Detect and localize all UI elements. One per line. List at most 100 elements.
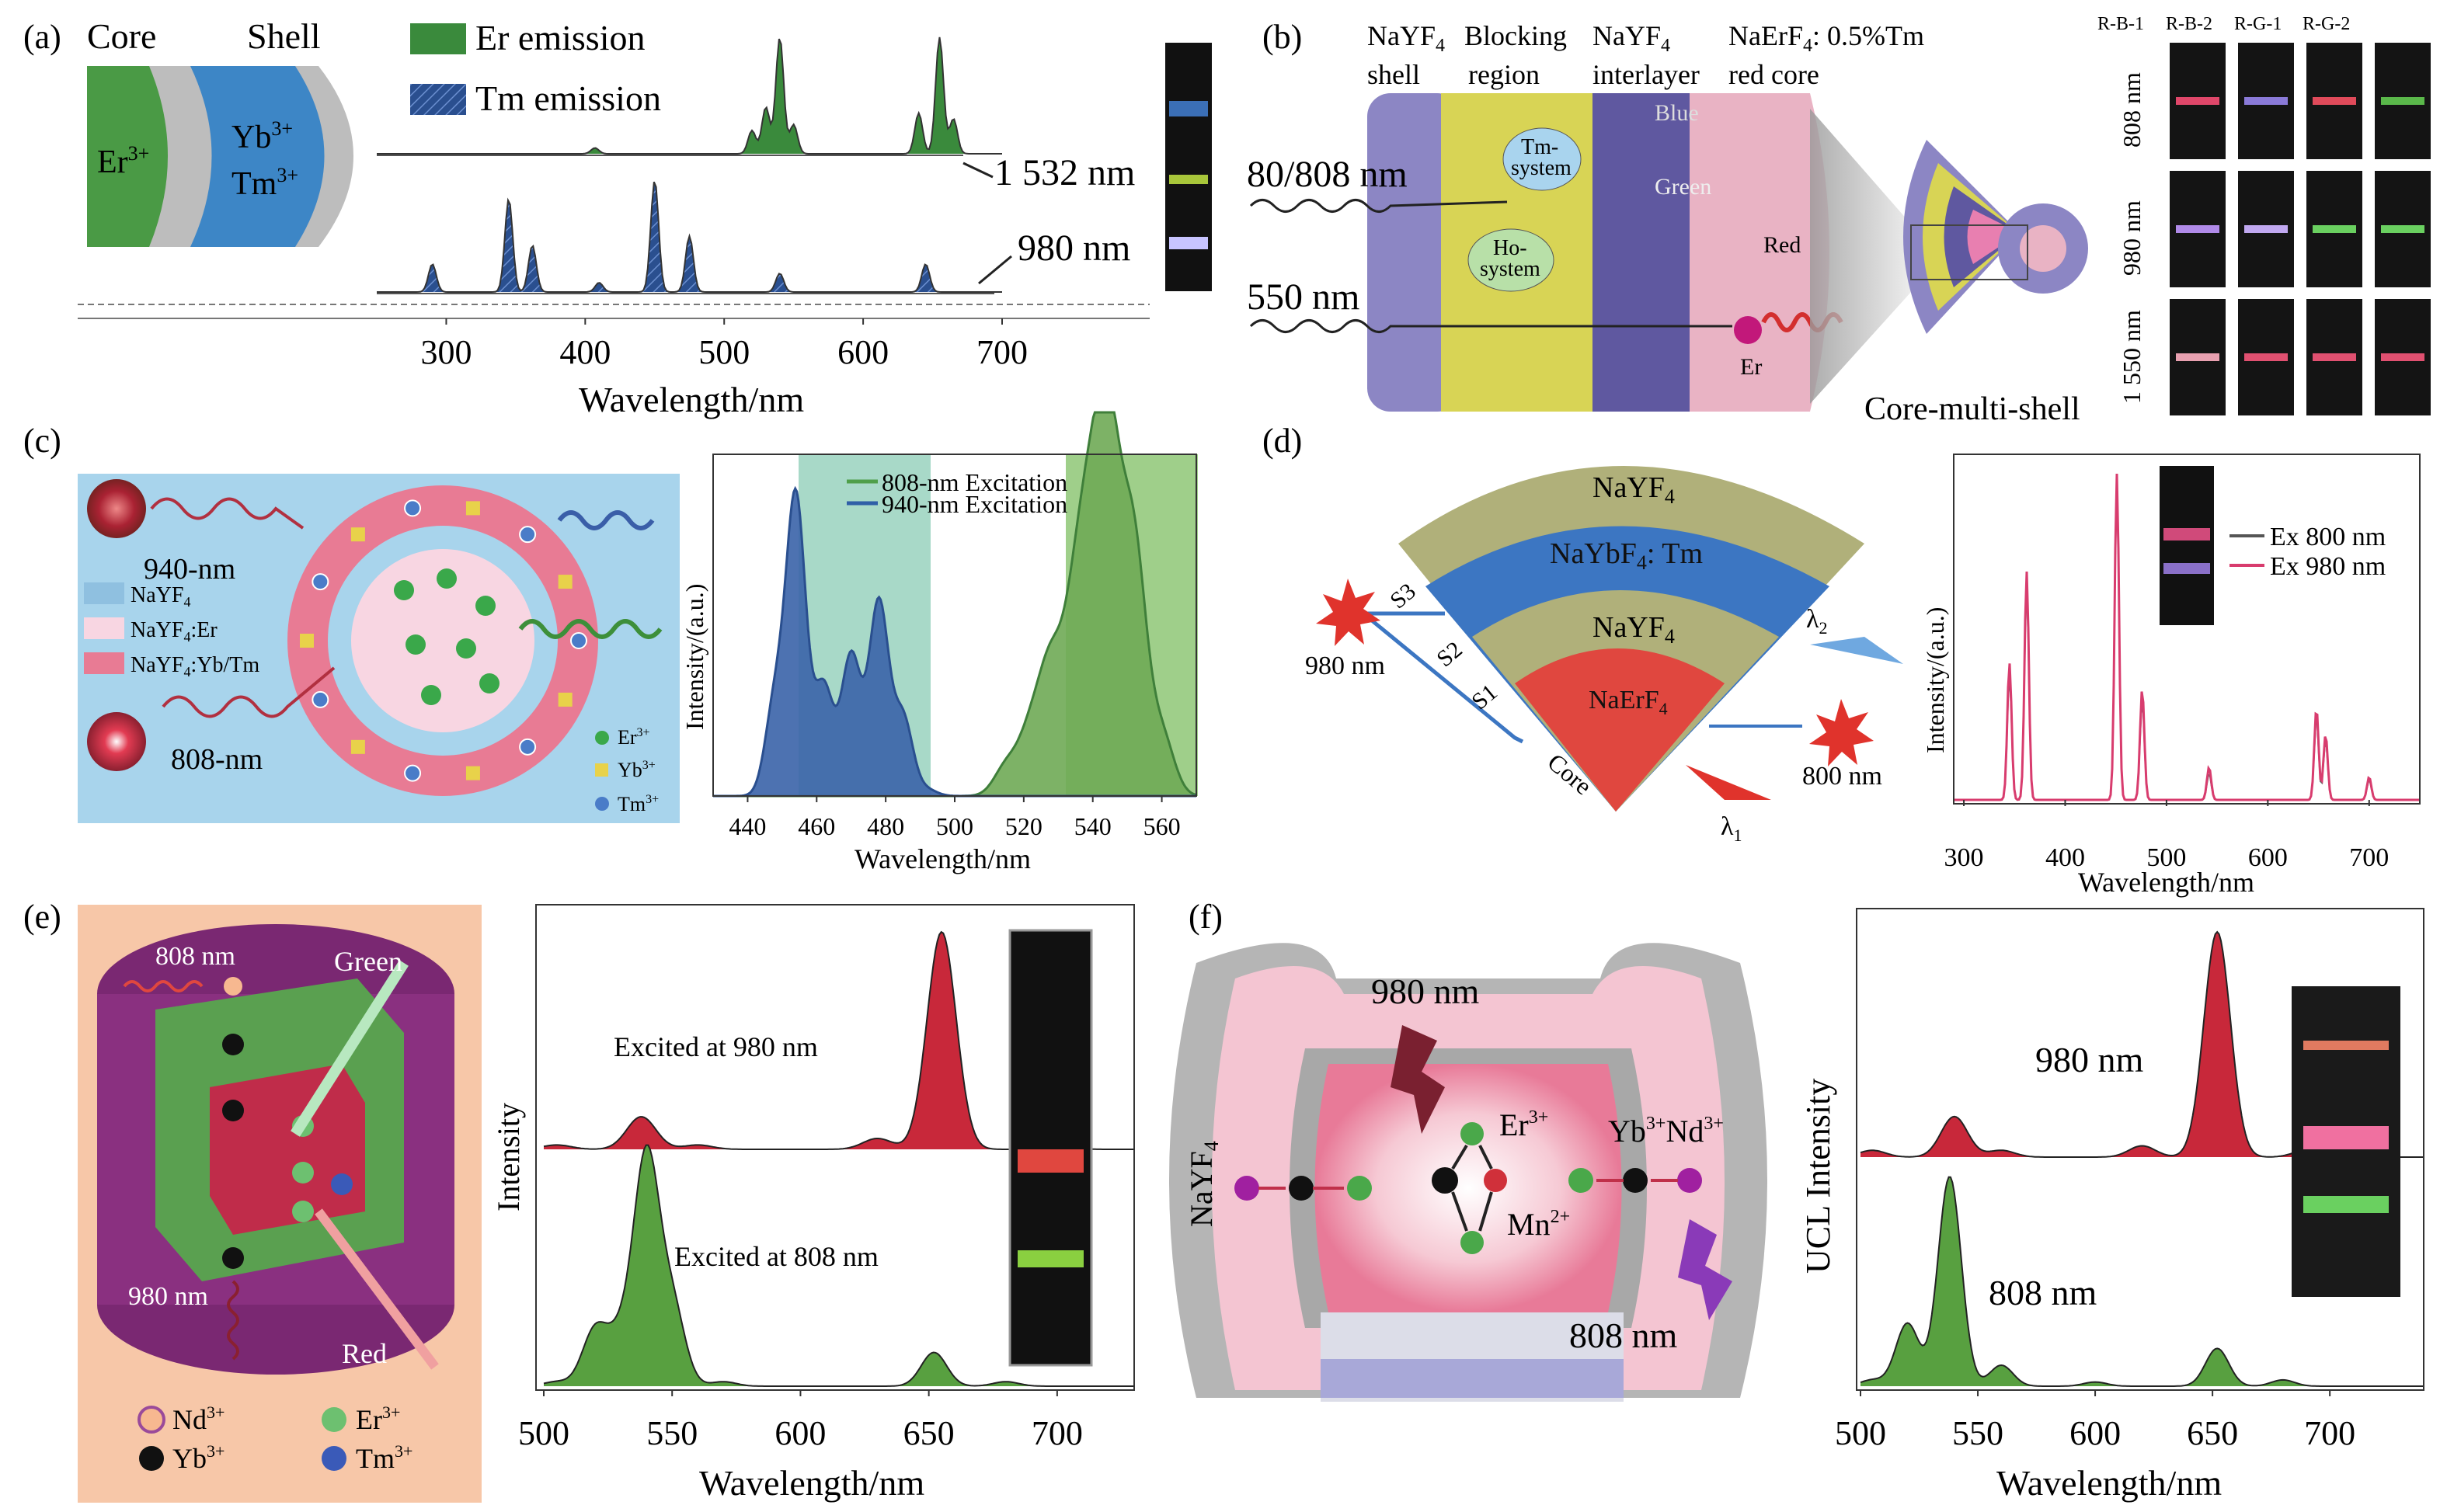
nd-dot-right-f: [1677, 1168, 1702, 1193]
tm-dot: [519, 738, 537, 756]
legend-er-shell-swatch: [84, 617, 124, 639]
legend-er-shell: NaYF4:Er: [131, 618, 218, 645]
label-808: 808-nm: [171, 743, 263, 776]
er-core: [87, 66, 168, 247]
grid-cuvette-band: [2381, 225, 2424, 233]
bolt-980-f: [1391, 1025, 1445, 1134]
yb-nd-label-f: Yb3+Nd3+: [1608, 1114, 1724, 1149]
x-tick-label-a: 300: [420, 333, 472, 371]
x-axis-label-d: Wavelength/nm: [2078, 867, 2254, 898]
bolt-808-f: [1678, 1219, 1732, 1320]
lambda1-label: λ1: [1721, 812, 1742, 845]
exc-808-label: 80/808 nm: [1247, 154, 1408, 195]
x-tick-label-d: 600: [2248, 843, 2288, 872]
grid-cuvette-band: [2381, 97, 2424, 105]
annotation-e-808: Excited at 808 nm: [674, 1241, 879, 1272]
legend-er-label: Er emission: [475, 18, 645, 57]
burst-980: [1316, 579, 1380, 646]
frame-c: [712, 454, 1197, 797]
legend-er-ion: Er3+: [618, 726, 650, 749]
multishell-sphere-core: [2020, 225, 2066, 272]
cuvette-band-d1: [2163, 528, 2210, 540]
x-tick-label-a: 700: [976, 333, 1028, 371]
cuvette-band-d2: [2163, 563, 2210, 574]
x-tick-label-c: 460: [798, 812, 835, 840]
yb-square: [350, 739, 365, 754]
exc-980-d: 980 nm: [1305, 652, 1385, 680]
exc-label-980: 980 nm: [1018, 228, 1130, 269]
x-tick-label-a: 400: [559, 333, 611, 371]
yb-square: [558, 575, 573, 589]
cuvette-band-blue-a: [1169, 101, 1208, 116]
x-tick-label-c: 480: [867, 812, 904, 840]
y-axis-label-d: Intensity/(a.u.): [1921, 607, 1949, 753]
cuvette-band-green-a: [1169, 175, 1208, 184]
legend-label-c-1: 940-nm Excitation: [882, 490, 1067, 518]
panel-label-c: (c): [23, 422, 61, 460]
tm-dot: [519, 526, 537, 544]
panel-label-f: (f): [1189, 898, 1223, 936]
cuvette-photo-d: [2160, 466, 2214, 625]
layer-shell: [1367, 93, 1460, 412]
mn-label-f: Mn2+: [1507, 1207, 1570, 1242]
x-tick-label-e: 650: [903, 1414, 955, 1452]
yb-square: [558, 692, 573, 707]
wedge-label-1: NaYF4: [1592, 471, 1675, 508]
series-line-f-1: [1860, 1176, 2424, 1387]
x-tick-label-e: 550: [646, 1414, 698, 1452]
x-axis-label-e: Wavelength/nm: [699, 1463, 924, 1503]
zoom-box: [1910, 224, 2028, 280]
grid-cuvette-band: [2176, 97, 2219, 105]
legend-nd-e: Nd3+: [172, 1403, 225, 1435]
header-shell-2: shell: [1367, 59, 1420, 90]
grid-col-label: R-G-1: [2234, 14, 2282, 34]
series-area-c-1: [713, 488, 1196, 796]
glow-808: [87, 712, 146, 771]
cuvette-photo-a: [1165, 43, 1212, 291]
series-area-a-0: [377, 36, 1002, 155]
er-dot-top-f: [1460, 1122, 1484, 1145]
mn-dot-f: [1484, 1169, 1507, 1192]
series-area-e-1: [544, 1145, 1134, 1386]
cuvette-band-green-e: [1018, 1250, 1084, 1267]
blue-label: Blue: [1655, 100, 1699, 126]
exc-808-wave: [1249, 199, 1508, 213]
x-tick-label-f: 500: [1835, 1414, 1886, 1452]
exc-980-f: 980 nm: [1371, 972, 1480, 1011]
exc-550-wave: [1249, 319, 1732, 333]
grid-cuvette-band: [2313, 97, 2356, 105]
glow-940: [87, 479, 146, 538]
legend-er-swatch: [410, 23, 466, 54]
wave-940: [150, 497, 305, 530]
legend-yb-ion: Yb3+: [618, 759, 656, 781]
green-label-e: Green: [334, 946, 402, 977]
lambda2-beam: [1810, 637, 1903, 664]
lambda1-beam: [1686, 765, 1771, 800]
yb-square: [300, 634, 314, 648]
red-label: Red: [1763, 232, 1801, 258]
x-tick-label-f: 550: [1952, 1414, 2003, 1452]
legend-label-c-0: 808-nm Excitation: [882, 468, 1067, 496]
yb-dot-e-2: [222, 1100, 244, 1121]
header-inter-2: interlayer: [1592, 59, 1700, 90]
legend-yb-e: Yb3+: [172, 1441, 225, 1474]
grid-cuvette-band: [2176, 225, 2219, 233]
panel-c: (c) 940-nm 808-nm NaYF4 NaYF4:Er NaYF4:Y…: [23, 411, 1198, 874]
shell-label: Shell: [247, 16, 321, 56]
legend-yb-square: [595, 763, 608, 777]
panel-label-b: (b): [1262, 18, 1302, 56]
x-tick-label-f: 650: [2187, 1414, 2238, 1452]
panel-label-e: (e): [23, 898, 61, 936]
x-axis-label-a: Wavelength/nm: [579, 380, 804, 419]
y-axis-label-c: Intensity/(a.u.): [680, 584, 708, 730]
tm-dot: [570, 632, 587, 649]
tm-system-2: system: [1511, 156, 1572, 180]
x-tick-label-d: 500: [2146, 843, 2186, 872]
panel-f: (f) NaYF4 980 nm 808 nm Er3+ Mn2+ Yb3+Nd…: [1169, 898, 2424, 1503]
tm-dot: [312, 690, 329, 708]
series-area-c-0: [713, 412, 1196, 796]
header-core: NaErF4: 0.5%Tm: [1728, 20, 1924, 56]
exc-980-e: 980 nm: [128, 1282, 208, 1311]
